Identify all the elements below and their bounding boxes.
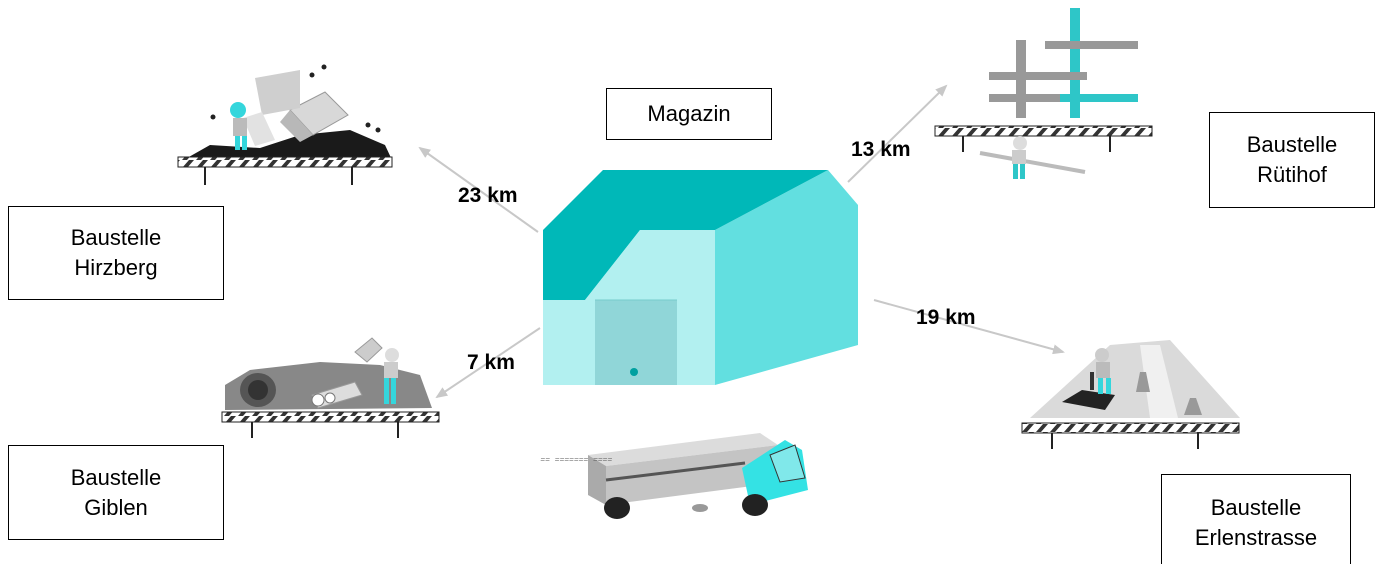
warehouse-label: Magazin bbox=[606, 88, 772, 140]
site-label-line1: Baustelle bbox=[1247, 130, 1338, 160]
distance-ruetihof: 13 km bbox=[851, 138, 911, 162]
site-label-ruetihof: Baustelle Rütihof bbox=[1209, 112, 1375, 208]
site-label-line1: Baustelle bbox=[71, 463, 162, 493]
hirzberg-construction-icon bbox=[178, 65, 392, 186]
site-label-line2: Giblen bbox=[84, 493, 148, 523]
site-label-hirzberg: Baustelle Hirzberg bbox=[8, 206, 224, 300]
site-label-line2: Rütihof bbox=[1257, 160, 1327, 190]
warehouse-icon bbox=[543, 170, 858, 385]
site-label-line1: Baustelle bbox=[1211, 493, 1302, 523]
distance-giblen: 7 km bbox=[467, 351, 515, 375]
erlenstrasse-construction-icon bbox=[1022, 340, 1240, 449]
warehouse-label-text: Magazin bbox=[647, 99, 730, 129]
site-label-line2: Hirzberg bbox=[74, 253, 157, 283]
site-label-line1: Baustelle bbox=[71, 223, 162, 253]
arrow-ruetihof bbox=[848, 86, 946, 182]
distance-hirzberg: 23 km bbox=[458, 184, 518, 208]
site-label-line2: Erlenstrasse bbox=[1195, 523, 1317, 553]
site-label-giblen: Baustelle Giblen bbox=[8, 445, 224, 540]
ruetihof-construction-icon bbox=[935, 8, 1152, 179]
site-label-erlenstrasse: Baustelle Erlenstrasse bbox=[1161, 474, 1351, 564]
truck-icon: == ======= ==== bbox=[540, 433, 808, 519]
giblen-construction-icon bbox=[222, 338, 439, 438]
distance-erlenstrasse: 19 km bbox=[916, 306, 976, 330]
svg-text:== ======= ====: == ======= ==== bbox=[540, 456, 613, 465]
